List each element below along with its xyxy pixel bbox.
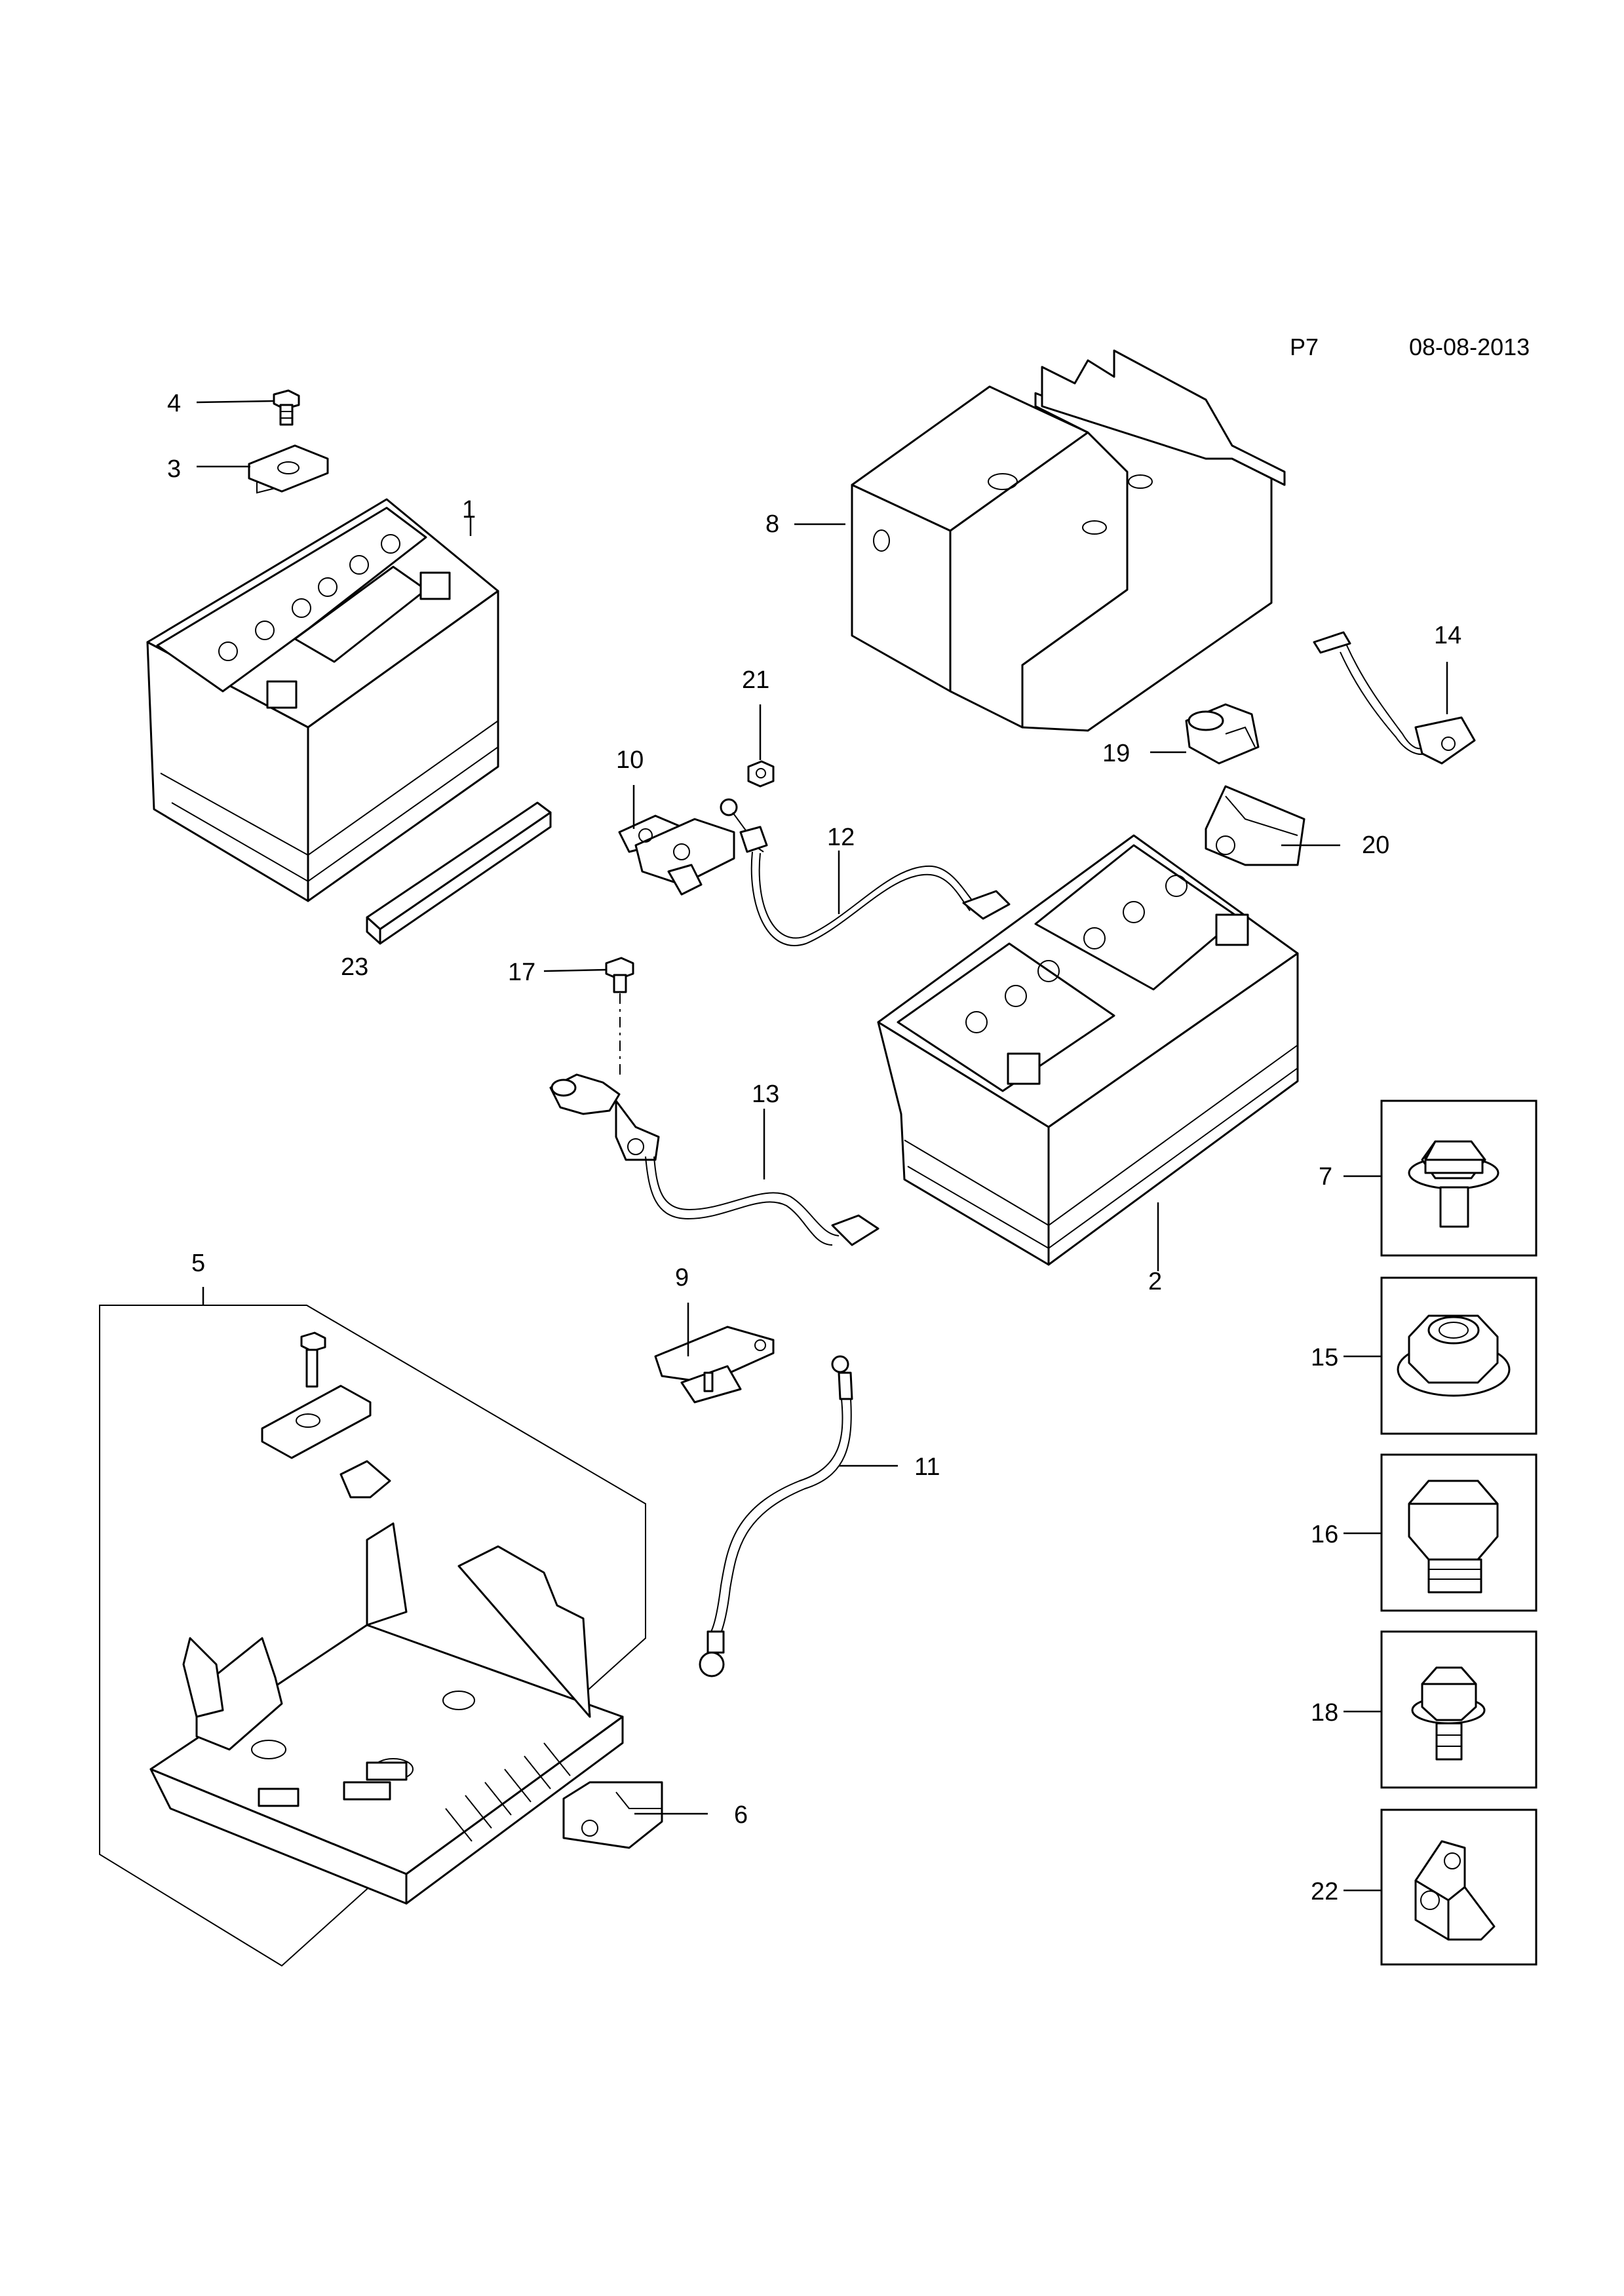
callout-16: 16 (1311, 1521, 1338, 1548)
callout-7: 7 (1319, 1163, 1332, 1191)
callout-10: 10 (616, 746, 644, 774)
battery-small (146, 498, 499, 902)
callout-5: 5 (191, 1250, 205, 1277)
clamp-icon (248, 444, 329, 494)
strip-icon (366, 801, 552, 945)
cable-icon (699, 1355, 853, 1677)
callout-21: 21 (742, 666, 769, 694)
terminal-clamp-icon (618, 814, 735, 896)
tray-frame (99, 1305, 646, 1967)
bolt-icon (605, 957, 634, 993)
callout-18: 18 (1311, 1699, 1338, 1727)
callout-17: 17 (508, 959, 535, 986)
date-stamp: 08-08-2013 (1409, 334, 1530, 360)
cable-icon (1313, 631, 1476, 765)
page-code: P7 (1290, 334, 1319, 360)
callout-8: 8 (765, 510, 779, 538)
callout-11: 11 (914, 1453, 940, 1481)
flange-nut-icon (1397, 1314, 1511, 1397)
callout-15: 15 (1311, 1344, 1338, 1371)
cable-icon (720, 798, 1011, 947)
callout-9: 9 (675, 1264, 689, 1292)
callout-2: 2 (1148, 1268, 1162, 1295)
callout-20: 20 (1362, 832, 1389, 859)
cap-icon (1185, 703, 1260, 765)
nut-icon (747, 760, 775, 788)
hex-bolt-icon (1408, 1480, 1499, 1594)
callout-14: 14 (1434, 622, 1461, 649)
battery-large (877, 834, 1299, 1266)
callout-3: 3 (167, 455, 181, 483)
bolt-icon (273, 389, 300, 426)
flange-bolt-icon (1411, 1666, 1486, 1761)
battery-tray (149, 1331, 624, 1905)
callout-19: 19 (1102, 740, 1130, 767)
callout-4: 4 (167, 390, 181, 417)
callout-6: 6 (734, 1801, 748, 1829)
bracket-icon (1205, 785, 1305, 866)
callout-13: 13 (752, 1081, 779, 1108)
callout-22: 22 (1311, 1878, 1338, 1905)
bracket-icon (654, 1326, 775, 1404)
callout-23: 23 (341, 953, 368, 981)
battery-cover (851, 349, 1286, 732)
callout-1: 1 (462, 496, 476, 524)
callout-12: 12 (827, 824, 855, 851)
cable-icon (549, 1073, 880, 1246)
cable-lug-icon (1414, 1840, 1496, 1941)
bracket-icon (562, 1781, 663, 1849)
flange-bolt-icon (1408, 1140, 1499, 1228)
